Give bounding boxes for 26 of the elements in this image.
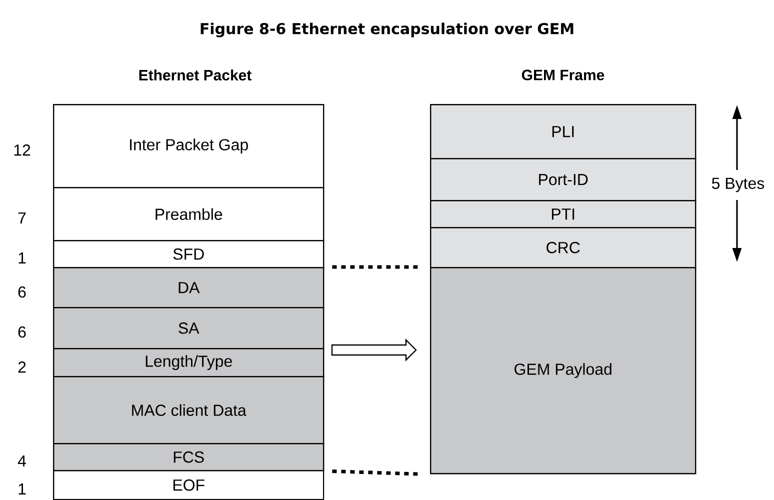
field-cell: SFD xyxy=(53,240,324,268)
byte-count: 7 xyxy=(18,212,26,224)
figure-title: Figure 8-6 Ethernet encapsulation over GEM xyxy=(200,22,574,38)
field-cell: CRC xyxy=(430,227,696,268)
field-cell: Preamble xyxy=(53,187,324,242)
byte-count: 1 xyxy=(18,483,26,494)
field-cell: DA xyxy=(53,267,324,308)
byte-count: 6 xyxy=(18,326,26,338)
field-cell: Port-ID xyxy=(430,158,696,202)
byte-count: 1 xyxy=(18,252,26,264)
byte-count: 12 xyxy=(14,144,30,156)
byte-count: 4 xyxy=(18,455,26,466)
dimension-label: 5 Bytes xyxy=(710,176,766,194)
byte-count: 2 xyxy=(18,361,26,373)
field-cell: PLI xyxy=(430,104,696,160)
field-cell: PTI xyxy=(430,200,696,228)
field-cell: Inter Packet Gap xyxy=(53,104,324,188)
byte-count: 6 xyxy=(18,286,26,298)
column-heading: GEM Frame xyxy=(522,70,604,80)
block-arrow xyxy=(331,338,417,362)
column-heading: Ethernet Packet xyxy=(139,70,252,80)
field-cell: SA xyxy=(53,307,324,350)
field-cell: EOF xyxy=(53,470,324,500)
field-cell: FCS xyxy=(53,442,324,472)
field-cell: GEM Payload xyxy=(430,267,696,474)
field-cell: Length/Type xyxy=(53,348,324,378)
